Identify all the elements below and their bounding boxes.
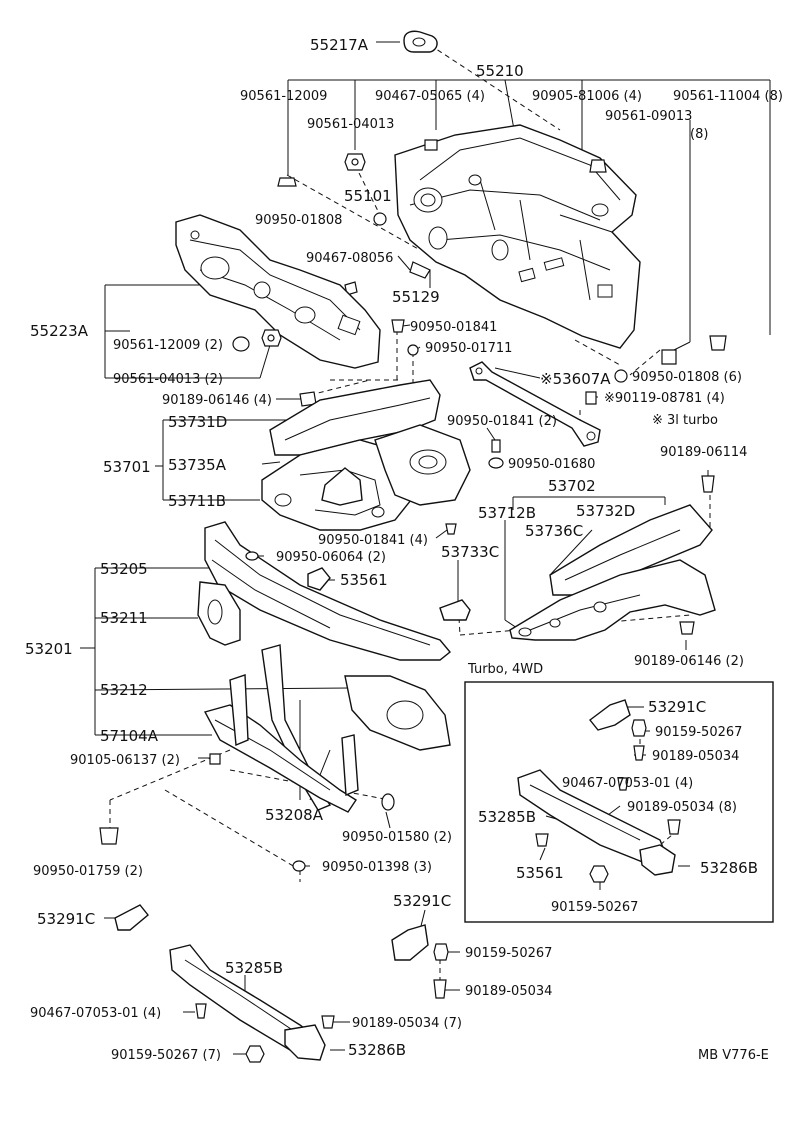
label-90467-08056: 90467-08056 [306, 251, 393, 266]
label-53731d: 53731D [168, 413, 227, 431]
turbo-4wd-parts [517, 699, 681, 883]
label-90950-06064: 90950-06064 (2) [276, 550, 386, 565]
label-53702: 53702 [548, 477, 596, 495]
label-53201: 53201 [25, 640, 73, 658]
label-90950-01759: 90950-01759 (2) [33, 864, 143, 879]
label-90119-08781: ※90119-08781 (4) [604, 391, 725, 406]
label-90159-50267-bottom: 90159-50267 [465, 946, 552, 961]
label-53211: 53211 [100, 609, 148, 627]
label-55129: 55129 [392, 288, 440, 306]
label-53733c: 53733C [441, 543, 499, 561]
grommet-55217a [403, 30, 438, 53]
label-53291c-bottom: 53291C [393, 892, 451, 910]
label-53291c-box: 53291C [648, 698, 706, 716]
label-55210: 55210 [476, 62, 524, 80]
label-53212: 53212 [100, 681, 148, 699]
label-3l-turbo-note: ※ 3l turbo [652, 413, 718, 428]
cowl-panel-55223a [175, 214, 381, 369]
apron-assembly-53701 [261, 379, 471, 531]
label-90189-05034-box-a: 90189-05034 [652, 749, 739, 764]
label-90561-09013: 90561-09013 [605, 109, 692, 124]
label-53607a: ※53607A [540, 370, 611, 388]
label-53735a: 53735A [168, 456, 227, 474]
label-90561-11004: 90561-11004 (8) [673, 89, 783, 104]
label-90159-50267-box-b: 90159-50267 [551, 900, 638, 915]
brace-53607a [469, 361, 628, 447]
label-90189-06146-2: 90189-06146 (2) [634, 654, 744, 669]
label-57104a: 57104A [100, 727, 159, 745]
radiator-support-53201 [99, 521, 451, 872]
label-53736c: 53736C [525, 522, 583, 540]
label-53711b: 53711B [168, 492, 226, 510]
bottom-parts [114, 904, 449, 1063]
label-90467-05065: 90467-05065 (4) [375, 89, 485, 104]
label-90189-05034-8: 90189-05034 (8) [627, 800, 737, 815]
label-90159-50267-7: 90159-50267 (7) [111, 1048, 221, 1063]
cowl-fasteners [232, 319, 419, 407]
label-turbo-4wd: Turbo, 4WD [467, 662, 543, 677]
label-53285b-box: 53285B [478, 808, 536, 826]
label-90189-06146-4: 90189-06146 (4) [162, 393, 272, 408]
label-53205: 53205 [100, 560, 148, 578]
turbo-4wd-box [464, 681, 774, 923]
label-53712b: 53712B [478, 504, 536, 522]
label-53291c-left: 53291C [37, 910, 95, 928]
label-55217a: 55217A [310, 36, 369, 54]
label-55223a: 55223A [30, 322, 89, 340]
label-90950-01711: 90950-01711 [425, 341, 512, 356]
label-53701: 53701 [103, 458, 151, 476]
label-53286b-box: 53286B [700, 859, 758, 877]
label-90561-04013-2: 90561-04013 (2) [113, 372, 223, 387]
label-90950-01808-6: 90950-01808 (6) [632, 370, 742, 385]
label-90561-12009-2: 90561-12009 (2) [113, 338, 223, 353]
label-90189-06114: 90189-06114 [660, 445, 747, 460]
label-90189-05034-bottom: 90189-05034 [465, 984, 552, 999]
label-53285b-bottom: 53285B [225, 959, 283, 977]
label-53732d: 53732D [576, 502, 635, 520]
label-90159-50267-box-a: 90159-50267 [655, 725, 742, 740]
label-90950-01808-top: 90950-01808 [255, 213, 342, 228]
top-fasteners [277, 139, 727, 365]
label-90950-01841-4: 90950-01841 (4) [318, 533, 428, 548]
label-90950-01841-2: 90950-01841 (2) [447, 414, 557, 429]
label-53561-main: 53561 [340, 571, 388, 589]
label-90950-01680: 90950-01680 [508, 457, 595, 472]
label-90561-12009-top: 90561-12009 [240, 89, 327, 104]
apron-fasteners [445, 439, 715, 535]
label-53208a: 53208A [265, 806, 324, 824]
label-53286b-bottom: 53286B [348, 1041, 406, 1059]
label-90105-06137: 90105-06137 (2) [70, 753, 180, 768]
label-53561-box: 53561 [516, 864, 564, 882]
dash-panel-55101 [394, 124, 641, 349]
label-90950-01841-a: 90950-01841 [410, 320, 497, 335]
label-90950-01580: 90950-01580 (2) [342, 830, 452, 845]
apron-assembly-53702 [439, 504, 716, 641]
part-labels: 55217A 55210 90561-12009 90467-05065 (4)… [25, 36, 783, 1063]
label-reference-code: MB V776-E [698, 1048, 769, 1063]
label-90467-07053-box: 90467-07053-01 (4) [562, 776, 693, 791]
label-90561-04013-top: 90561-04013 [307, 117, 394, 132]
label-90905-81006: 90905-81006 (4) [532, 89, 642, 104]
label-90189-05034-7: 90189-05034 (7) [352, 1016, 462, 1031]
label-55101: 55101 [344, 187, 392, 205]
label-90467-07053-bottom: 90467-07053-01 (4) [30, 1006, 161, 1021]
label-90561-09013-qty: (8) [690, 127, 708, 142]
label-90950-01398: 90950-01398 (3) [322, 860, 432, 875]
